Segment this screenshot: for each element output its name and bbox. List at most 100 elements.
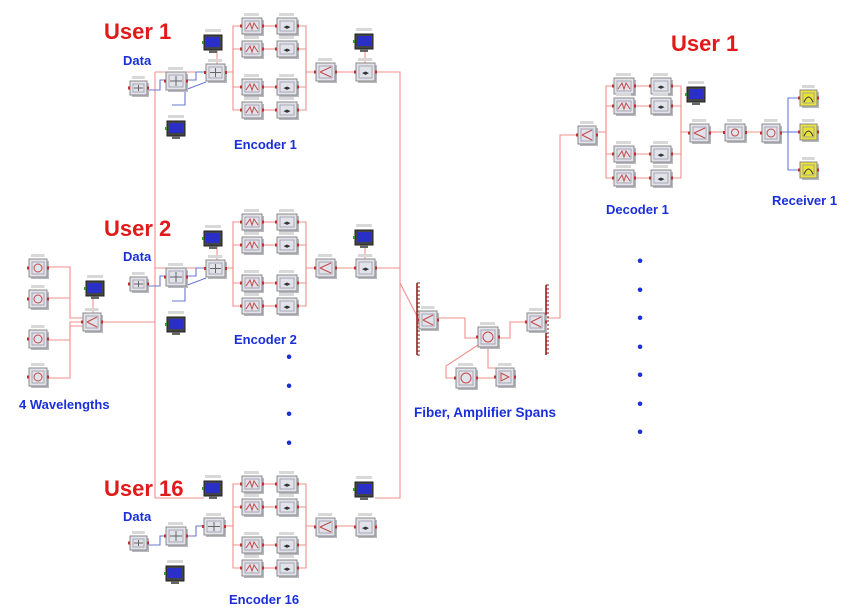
optical-link [375, 71, 419, 319]
optical-monitor-icon[interactable] [353, 224, 374, 248]
delay-line-icon[interactable]: ◂▸ [275, 74, 299, 97]
optical-monitor-icon[interactable] [353, 476, 374, 500]
delay-line-icon[interactable]: ◂▸ [275, 36, 299, 59]
wavelengths-label: 4 Wavelengths [19, 397, 110, 412]
optical-link [297, 48, 316, 73]
fiber-grating-icon[interactable] [612, 165, 636, 188]
power-combiner-icon[interactable] [81, 308, 103, 333]
optical-monitor-icon[interactable] [165, 115, 186, 139]
delay-line-icon[interactable]: ◂▸ [275, 13, 299, 36]
decoder-ellipsis: • • • • • • • [637, 253, 643, 441]
power-splitter-icon[interactable] [576, 121, 598, 146]
nrz-generator-icon[interactable] [164, 263, 188, 288]
optical-link [232, 268, 242, 284]
fiber-grating-icon[interactable] [240, 13, 264, 36]
delay-line-icon[interactable]: ◂▸ [275, 471, 299, 494]
optical-link [232, 506, 242, 526]
nrz-generator-icon[interactable] [164, 67, 188, 92]
fiber-grating-icon[interactable] [612, 73, 636, 96]
laser-icon[interactable] [27, 363, 49, 388]
svg-text:◂▸: ◂▸ [283, 108, 291, 115]
delay-line-icon[interactable]: ◂▸ [354, 58, 377, 83]
svg-text:◂▸: ◂▸ [283, 281, 291, 288]
receiver-icon[interactable] [760, 119, 782, 144]
delay-line-icon[interactable]: ◂▸ [649, 93, 673, 116]
modulator-icon[interactable] [202, 513, 226, 537]
prbs-generator-icon[interactable] [128, 272, 149, 293]
fiber-grating-icon[interactable] [240, 270, 264, 293]
fiber-grating-icon[interactable] [240, 36, 264, 59]
optical-link [232, 72, 242, 88]
delay-line-icon[interactable]: ◂▸ [275, 232, 299, 255]
power-combiner-icon[interactable] [688, 119, 711, 144]
modulator-icon[interactable] [204, 255, 227, 279]
delay-line-icon[interactable]: ◂▸ [275, 209, 299, 232]
modulator-icon[interactable] [204, 59, 227, 83]
amplifier-icon[interactable] [494, 363, 516, 388]
encoder-ellipsis: • • • • [286, 349, 292, 452]
nrz-generator-icon[interactable] [164, 522, 188, 547]
optical-link [224, 483, 242, 527]
electrical-visualizer-icon[interactable] [798, 85, 819, 108]
optical-link [297, 244, 316, 269]
laser-icon[interactable] [27, 325, 49, 350]
fiber-grating-icon[interactable] [240, 97, 264, 120]
prbs-generator-icon[interactable] [128, 76, 149, 97]
fiber-grating-icon[interactable] [240, 209, 264, 232]
fiber-grating-icon[interactable] [240, 494, 264, 517]
prbs-generator-icon[interactable] [128, 531, 149, 552]
svg-text:◂▸: ◂▸ [657, 84, 665, 91]
power-splitter-icon[interactable] [525, 308, 547, 333]
electrical-visualizer-icon[interactable] [798, 119, 819, 142]
electrical-link [787, 132, 800, 171]
power-combiner-icon[interactable] [314, 254, 337, 279]
delay-line-icon[interactable]: ◂▸ [275, 555, 299, 578]
svg-text:◂▸: ◂▸ [283, 304, 291, 311]
delay-line-icon[interactable]: ◂▸ [275, 97, 299, 120]
fiber-grating-icon[interactable] [612, 141, 636, 164]
optical-monitor-icon[interactable] [353, 28, 374, 52]
delay-line-icon[interactable]: ◂▸ [275, 494, 299, 517]
fiber-grating-icon[interactable] [240, 555, 264, 578]
optical-monitor-icon[interactable] [164, 560, 185, 584]
fiber-grating-icon[interactable] [612, 93, 636, 116]
laser-icon[interactable] [27, 254, 49, 279]
optical-link [297, 525, 316, 569]
optical-monitor-icon[interactable] [685, 81, 706, 105]
power-combiner-icon[interactable] [314, 58, 337, 83]
delay-line-icon[interactable]: ◂▸ [275, 270, 299, 293]
fiber-icon[interactable] [454, 363, 478, 390]
svg-text:◂▸: ◂▸ [283, 505, 291, 512]
data2-label: Data [123, 249, 152, 264]
delay-line-icon[interactable]: ◂▸ [354, 254, 377, 279]
svg-text:◂▸: ◂▸ [657, 104, 665, 111]
electrical-visualizer-icon[interactable] [798, 157, 819, 180]
optical-monitor-icon[interactable] [84, 275, 105, 299]
optical-monitor-icon[interactable] [202, 475, 223, 499]
fiber-icon[interactable] [476, 322, 500, 349]
fiber-grating-icon[interactable] [240, 232, 264, 255]
laser-icon[interactable] [27, 285, 49, 310]
delay-line-icon[interactable]: ◂▸ [649, 141, 673, 164]
svg-text:◂▸: ◂▸ [362, 525, 370, 532]
delay-line-icon[interactable]: ◂▸ [275, 532, 299, 555]
delay-line-icon[interactable]: ◂▸ [649, 73, 673, 96]
power-combiner-icon[interactable] [314, 513, 337, 538]
fiber-grating-icon[interactable] [240, 74, 264, 97]
optical-monitor-icon[interactable] [202, 29, 223, 53]
electrical-link [186, 71, 206, 81]
optical-link [671, 105, 690, 133]
fiber-grating-icon[interactable] [240, 293, 264, 316]
optical-monitor-icon[interactable] [202, 225, 223, 249]
electrical-link [172, 81, 207, 106]
optical-link [47, 321, 83, 341]
delay-line-icon[interactable]: ◂▸ [649, 165, 673, 188]
optical-monitor-icon[interactable] [165, 311, 186, 335]
fiber-icon[interactable] [723, 119, 747, 143]
fiber-grating-icon[interactable] [240, 471, 264, 494]
fiber-grating-icon[interactable] [240, 532, 264, 555]
delay-line-icon[interactable]: ◂▸ [354, 513, 377, 538]
delay-line-icon[interactable]: ◂▸ [275, 293, 299, 316]
optical-link [297, 267, 316, 307]
power-combiner-icon[interactable] [417, 306, 439, 331]
